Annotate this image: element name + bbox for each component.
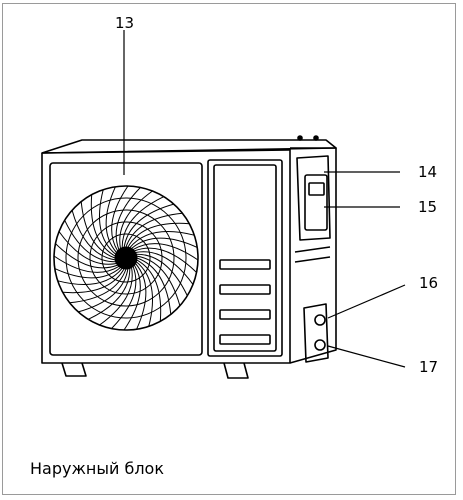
unit-side-face (289, 147, 337, 364)
fan-spoke (135, 263, 147, 330)
fan-spoke (121, 196, 164, 248)
callout-17: 17 (419, 358, 439, 376)
fan-spoke (125, 212, 183, 248)
callout-15: 15 (418, 198, 438, 216)
fan-grille (53, 185, 199, 331)
valve-block (303, 303, 329, 363)
callout-16: 16 (419, 274, 439, 292)
fan-spoke (57, 267, 123, 286)
fan-spoke (55, 243, 118, 269)
fan-spoke (136, 255, 181, 306)
fan-spoke (105, 186, 117, 253)
fan-spoke (123, 264, 141, 331)
foot-right (223, 362, 249, 379)
fan-spoke (111, 266, 137, 329)
fan-spoke (115, 187, 141, 250)
fan-spoke (132, 243, 199, 261)
fan-spoke (58, 231, 117, 265)
fan-spoke (135, 261, 154, 327)
fan-spoke (111, 185, 129, 252)
fan-spoke (119, 190, 153, 249)
fan-spoke (54, 267, 121, 279)
foot-left (61, 362, 87, 377)
fan-spoke (127, 222, 190, 248)
side-panel (207, 159, 283, 357)
unit-top-face (41, 139, 337, 154)
unit-front-face (41, 148, 291, 364)
callout-13: 13 (115, 14, 135, 32)
fan-spoke (69, 268, 127, 304)
fan-spoke (62, 268, 125, 294)
fan-spoke (136, 259, 162, 322)
fan-spoke (131, 237, 198, 249)
fan-spoke (90, 194, 116, 257)
fan-spoke (64, 220, 116, 263)
fan-spoke (98, 189, 117, 255)
fan-spoke (71, 210, 116, 261)
fan-spoke (136, 257, 172, 315)
fan-spoke (129, 230, 195, 249)
fan-spoke (53, 255, 120, 273)
valve-cover (296, 155, 331, 241)
fan-panel (49, 162, 203, 356)
figure-caption: Наружный блок (30, 459, 164, 478)
fan-spoke (78, 268, 129, 313)
fan-spoke (80, 201, 116, 259)
callout-14: 14 (418, 163, 438, 181)
fan-spoke (88, 268, 131, 320)
figure-frame (2, 3, 456, 495)
fan-spoke (99, 267, 133, 326)
fan-spoke (136, 253, 188, 296)
fan-spoke (134, 247, 197, 273)
fan-spoke (135, 251, 194, 285)
fan-spoke (123, 203, 174, 248)
